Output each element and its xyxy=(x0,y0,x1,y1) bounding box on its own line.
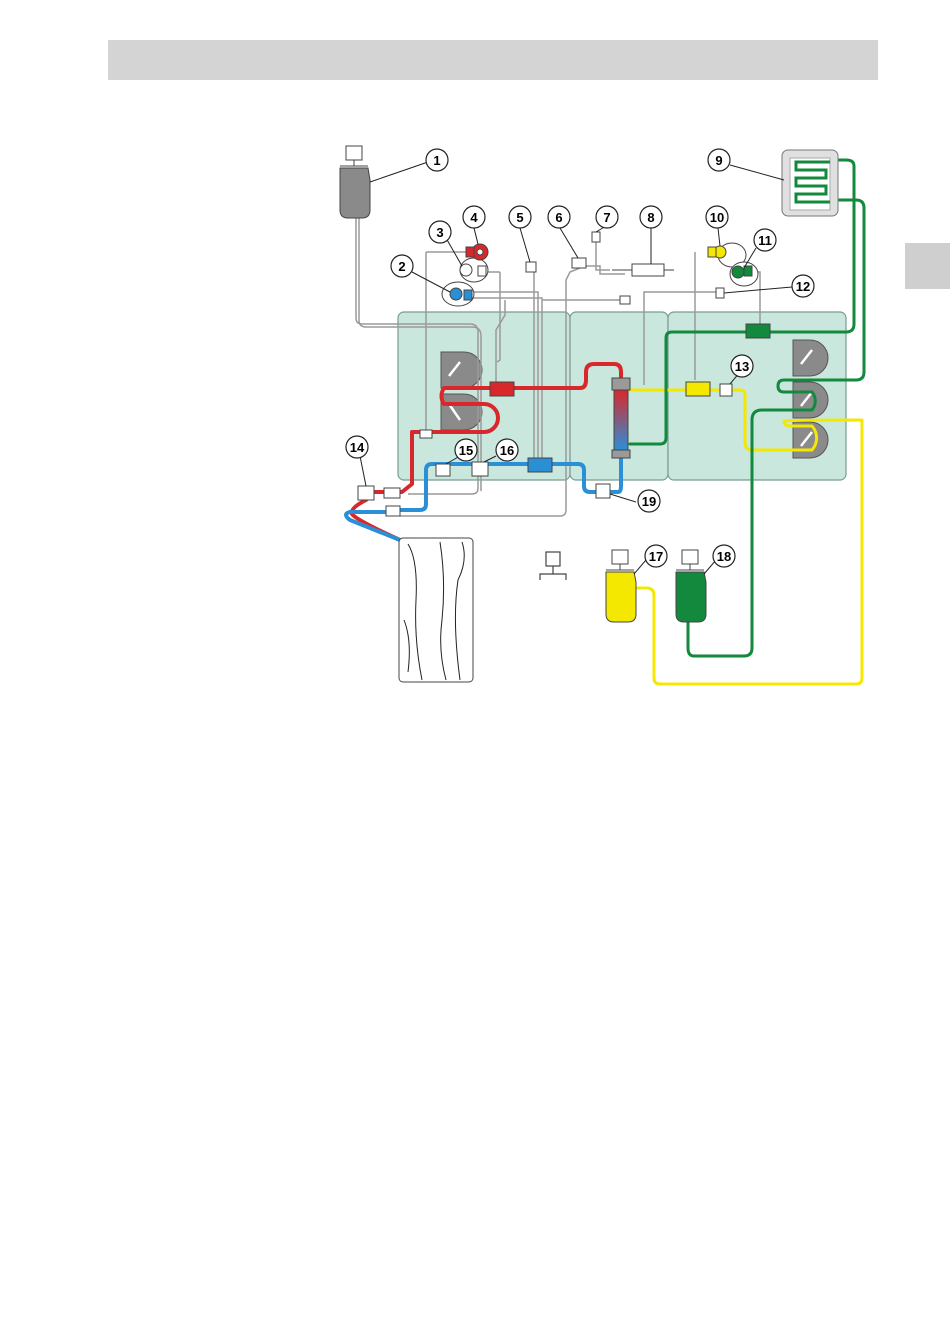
callout-5: 5 xyxy=(509,206,531,228)
callout-3: 3 xyxy=(429,221,451,243)
svg-text:4: 4 xyxy=(470,210,478,225)
callout-10: 10 xyxy=(706,206,728,228)
svg-text:5: 5 xyxy=(516,210,523,225)
svg-text:19: 19 xyxy=(642,494,656,509)
svg-text:13: 13 xyxy=(735,359,749,374)
svg-text:16: 16 xyxy=(500,443,514,458)
callout-7: 7 xyxy=(596,206,618,228)
venous-pressure-pod xyxy=(528,458,552,472)
svg-text:7: 7 xyxy=(603,210,610,225)
callout-2: 2 xyxy=(391,255,413,277)
svg-text:6: 6 xyxy=(555,210,562,225)
access-connector xyxy=(358,486,374,500)
svg-text:11: 11 xyxy=(758,233,772,248)
svg-text:12: 12 xyxy=(796,279,810,294)
callout-19: 19 xyxy=(638,490,660,512)
callout-18: 18 xyxy=(713,545,735,567)
bubble-sensor xyxy=(472,462,488,476)
dialyzer xyxy=(612,378,630,458)
callout-4: 4 xyxy=(463,206,485,228)
callout-1: 1 xyxy=(426,149,448,171)
svg-text:3: 3 xyxy=(436,225,443,240)
warmer xyxy=(782,150,838,216)
effluent-pressure-pod xyxy=(746,324,770,338)
svg-text:2: 2 xyxy=(398,259,405,274)
svg-text:1: 1 xyxy=(433,153,440,168)
empty-bag-hook xyxy=(540,552,566,580)
callout-11: 11 xyxy=(754,229,776,251)
svg-text:9: 9 xyxy=(715,153,722,168)
arterial-pressure-pod xyxy=(490,382,514,396)
patient-arm xyxy=(399,538,473,682)
callout-14: 14 xyxy=(346,436,368,458)
svg-text:14: 14 xyxy=(350,440,365,455)
heater-sensor xyxy=(720,384,732,396)
effluent-bag xyxy=(676,550,706,622)
blood-leak-sensor xyxy=(596,484,610,498)
callout-16: 16 xyxy=(496,439,518,461)
anticoagulant-bag xyxy=(340,146,370,218)
callout-17: 17 xyxy=(645,545,667,567)
callout-13: 13 xyxy=(731,355,753,377)
svg-text:10: 10 xyxy=(710,210,724,225)
svg-text:8: 8 xyxy=(647,210,654,225)
svg-text:17: 17 xyxy=(649,549,663,564)
callout-6: 6 xyxy=(548,206,570,228)
air-detector-clamp xyxy=(436,464,450,476)
dialysate-bag xyxy=(606,550,636,622)
callout-15: 15 xyxy=(455,439,477,461)
callout-8: 8 xyxy=(640,206,662,228)
callout-12: 12 xyxy=(792,275,814,297)
callout-9: 9 xyxy=(708,149,730,171)
svg-text:15: 15 xyxy=(459,443,473,458)
svg-text:18: 18 xyxy=(717,549,731,564)
dialysate-pressure-pod xyxy=(686,382,710,396)
